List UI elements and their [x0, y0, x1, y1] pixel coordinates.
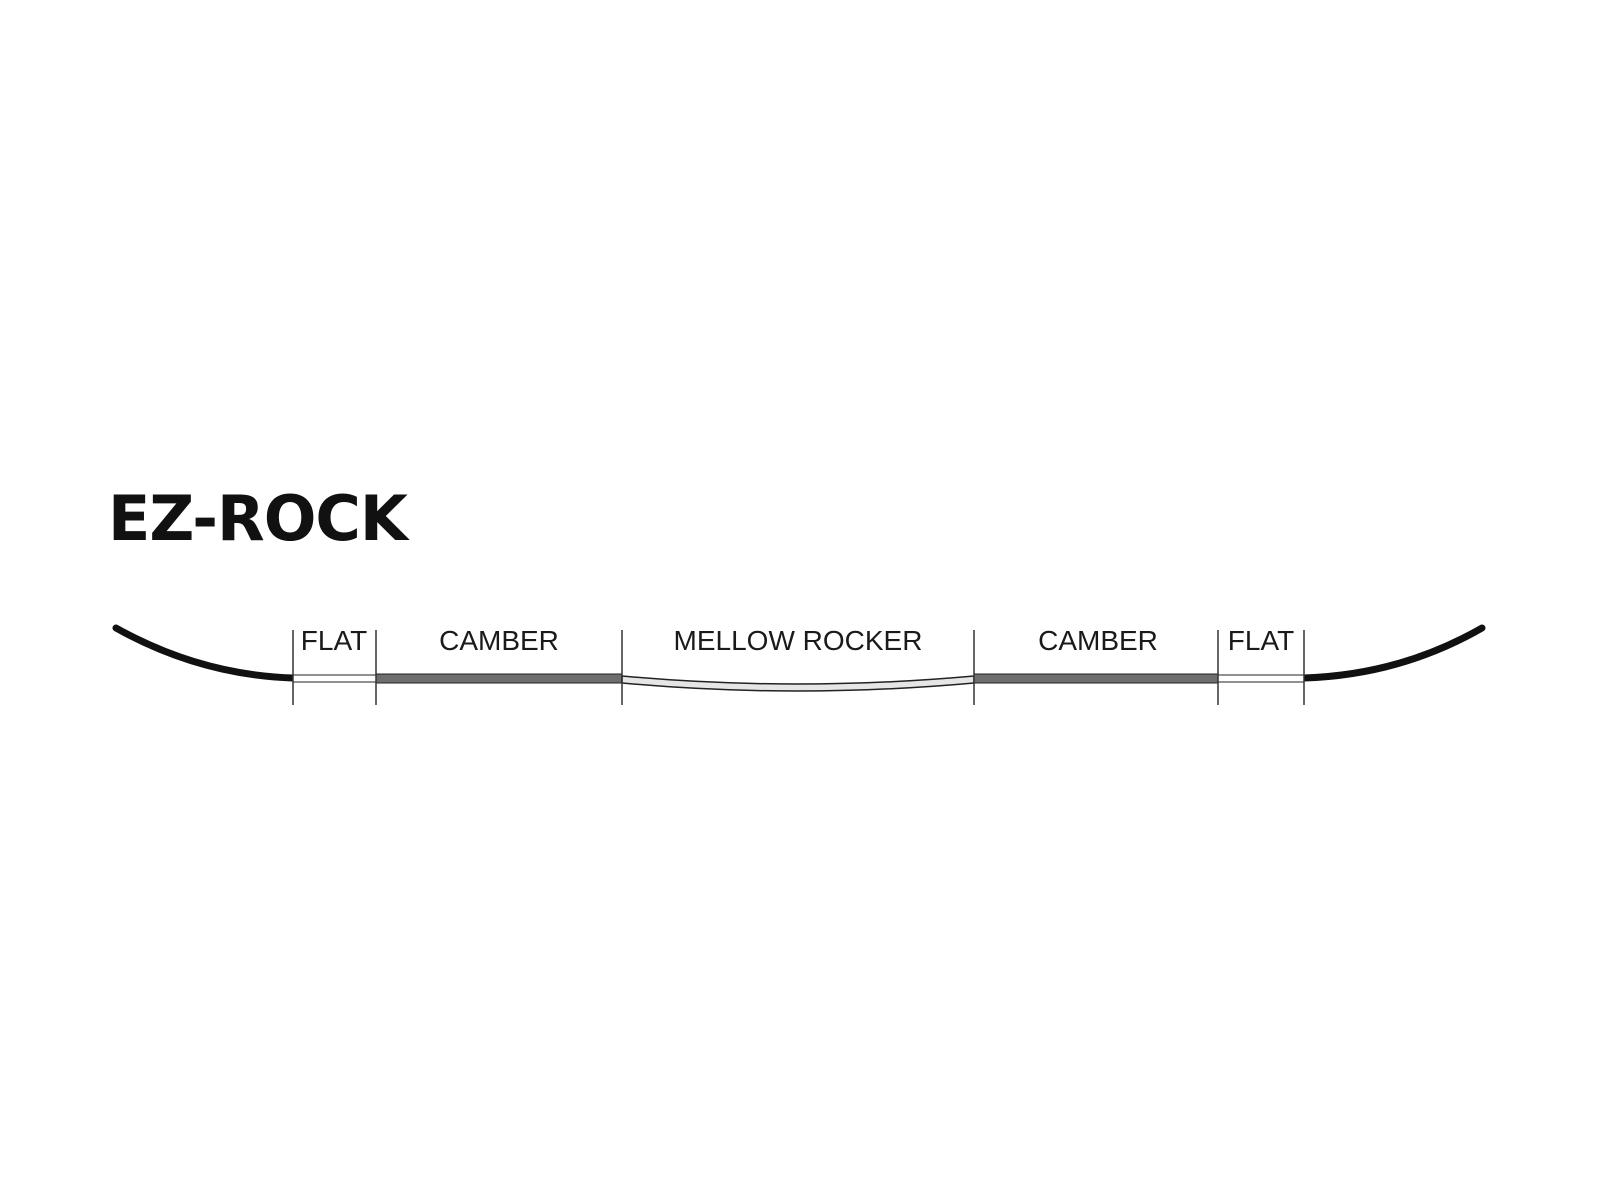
tail-curve: [1300, 624, 1486, 682]
zone-segment-mellow-rocker: [621, 675, 975, 692]
zone-segment-camber-tail: [973, 673, 1219, 684]
zone-label-camber-nose: CAMBER: [439, 625, 559, 656]
zone-label-flat-nose: FLAT: [301, 625, 367, 656]
profile-title: EZ-ROCK: [108, 482, 408, 555]
zone-label-flat-tail: FLAT: [1228, 625, 1294, 656]
zone-label-camber-tail: CAMBER: [1038, 625, 1158, 656]
nose-curve: [112, 624, 297, 682]
zone-segment-flat-nose: [292, 674, 377, 683]
zone-label-mellow-rocker: MELLOW ROCKER: [674, 625, 923, 656]
zone-segment-camber-nose: [375, 673, 623, 684]
zone-segment-flat-tail: [1217, 674, 1305, 683]
